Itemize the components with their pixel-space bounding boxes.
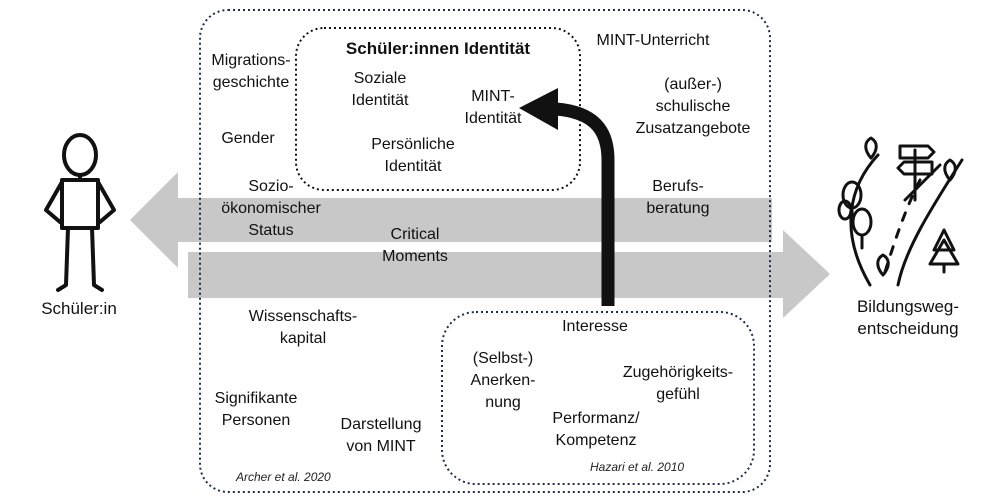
interest-box <box>441 311 755 485</box>
gender-label: Gender <box>221 130 275 147</box>
left-arrow <box>130 172 772 268</box>
student-figure-icon <box>44 133 116 292</box>
performance-label: Performanz/ Kompetenz <box>552 410 640 449</box>
right-arrow <box>188 230 830 318</box>
mint-identity-label: MINT- Identität <box>464 88 522 127</box>
career-label: Berufs- beratung <box>646 178 710 217</box>
migration-label: Migrations- geschichte <box>211 52 291 91</box>
identity-arrow <box>519 88 615 306</box>
identity-title: Schüler:innen Identität <box>345 39 531 58</box>
citation-hazari: Hazari et al. 2010 <box>590 460 685 474</box>
critical-moments-label: Critical Moments <box>382 226 448 265</box>
outer-frame <box>199 9 771 493</box>
identity-box <box>295 27 581 191</box>
recognition-label: (Selbst-) Anerken- nung <box>470 350 536 411</box>
extracurricular-label: (außer-) schulische Zusatzangebote <box>635 76 751 137</box>
education-path-icon <box>837 136 964 287</box>
mint-depiction-label: Darstellung von MINT <box>340 416 422 455</box>
mint-lessons-label: MINT-Unterricht <box>596 32 710 49</box>
science-capital-label: Wissenschafts- kapital <box>248 308 358 347</box>
belonging-label: Zugehörigkeits- gefühl <box>622 364 734 403</box>
significant-persons-label: Signifikante Personen <box>214 390 298 429</box>
personal-identity-label: Persönliche Identität <box>371 136 455 175</box>
interest-label: Interesse <box>562 318 628 335</box>
ses-label: Sozio- ökonomischer Status <box>221 178 321 239</box>
decision-label: Bildungsweg- entscheidung <box>856 297 960 338</box>
citation-archer: Archer et al. 2020 <box>236 470 331 484</box>
student-label: Schüler:in <box>41 299 117 318</box>
social-identity-label: Soziale Identität <box>351 70 409 109</box>
